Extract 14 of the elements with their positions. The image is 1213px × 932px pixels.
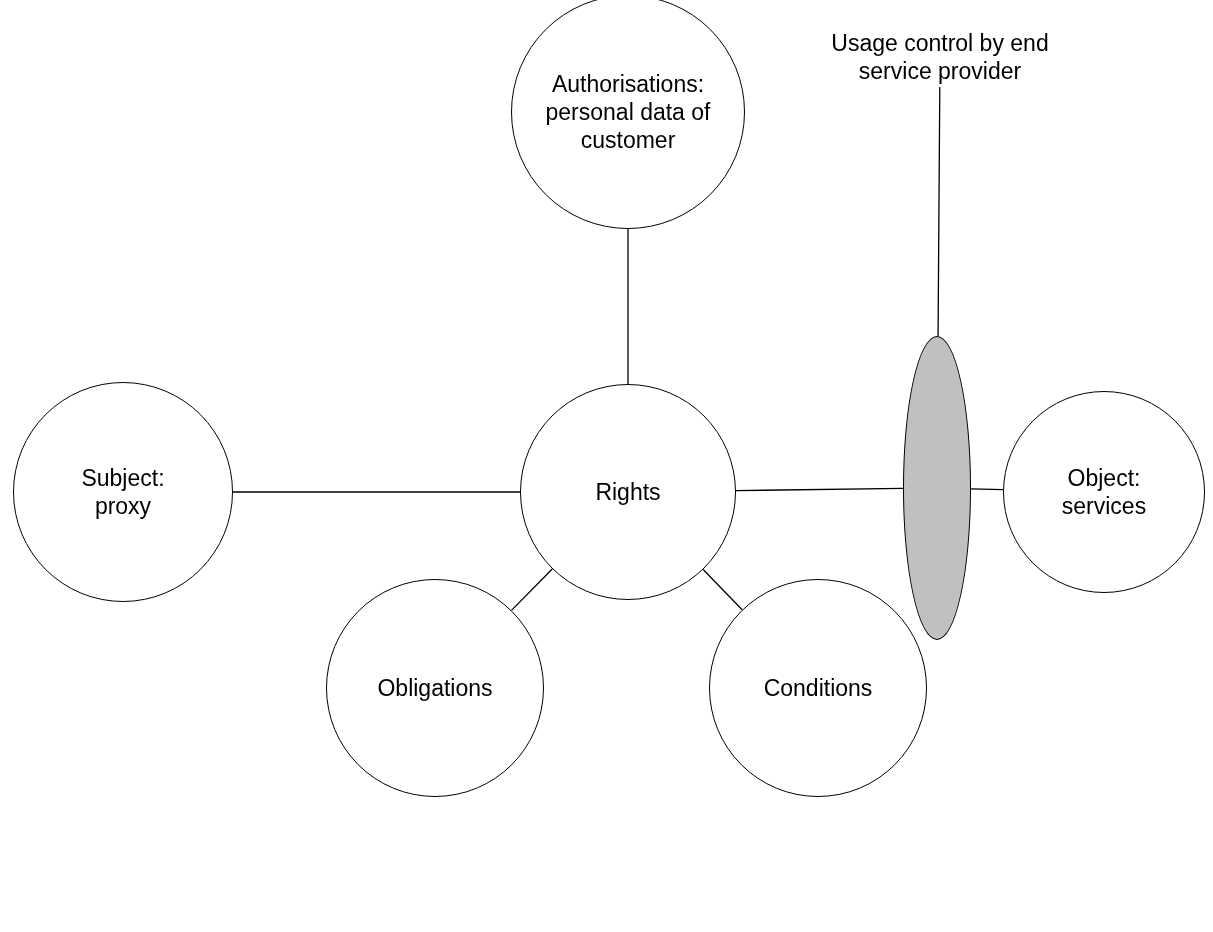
connector-line: [510, 568, 553, 611]
node-label: Subject: proxy: [80, 464, 166, 520]
annotation-text: Usage control by end service provider: [825, 29, 1055, 87]
node-label: Rights: [595, 478, 661, 506]
connector-line: [970, 488, 1004, 491]
connector-line: [702, 568, 743, 611]
node-label: Authorisations: personal data of customer: [544, 70, 712, 154]
node-label: Obligations: [377, 674, 493, 702]
node-label: Conditions: [763, 674, 873, 702]
connector-line: [735, 487, 904, 492]
leader-line: [937, 86, 941, 337]
connector-line: [627, 228, 629, 385]
node-label: Object: services: [1060, 464, 1148, 520]
connector-line: [232, 491, 521, 493]
